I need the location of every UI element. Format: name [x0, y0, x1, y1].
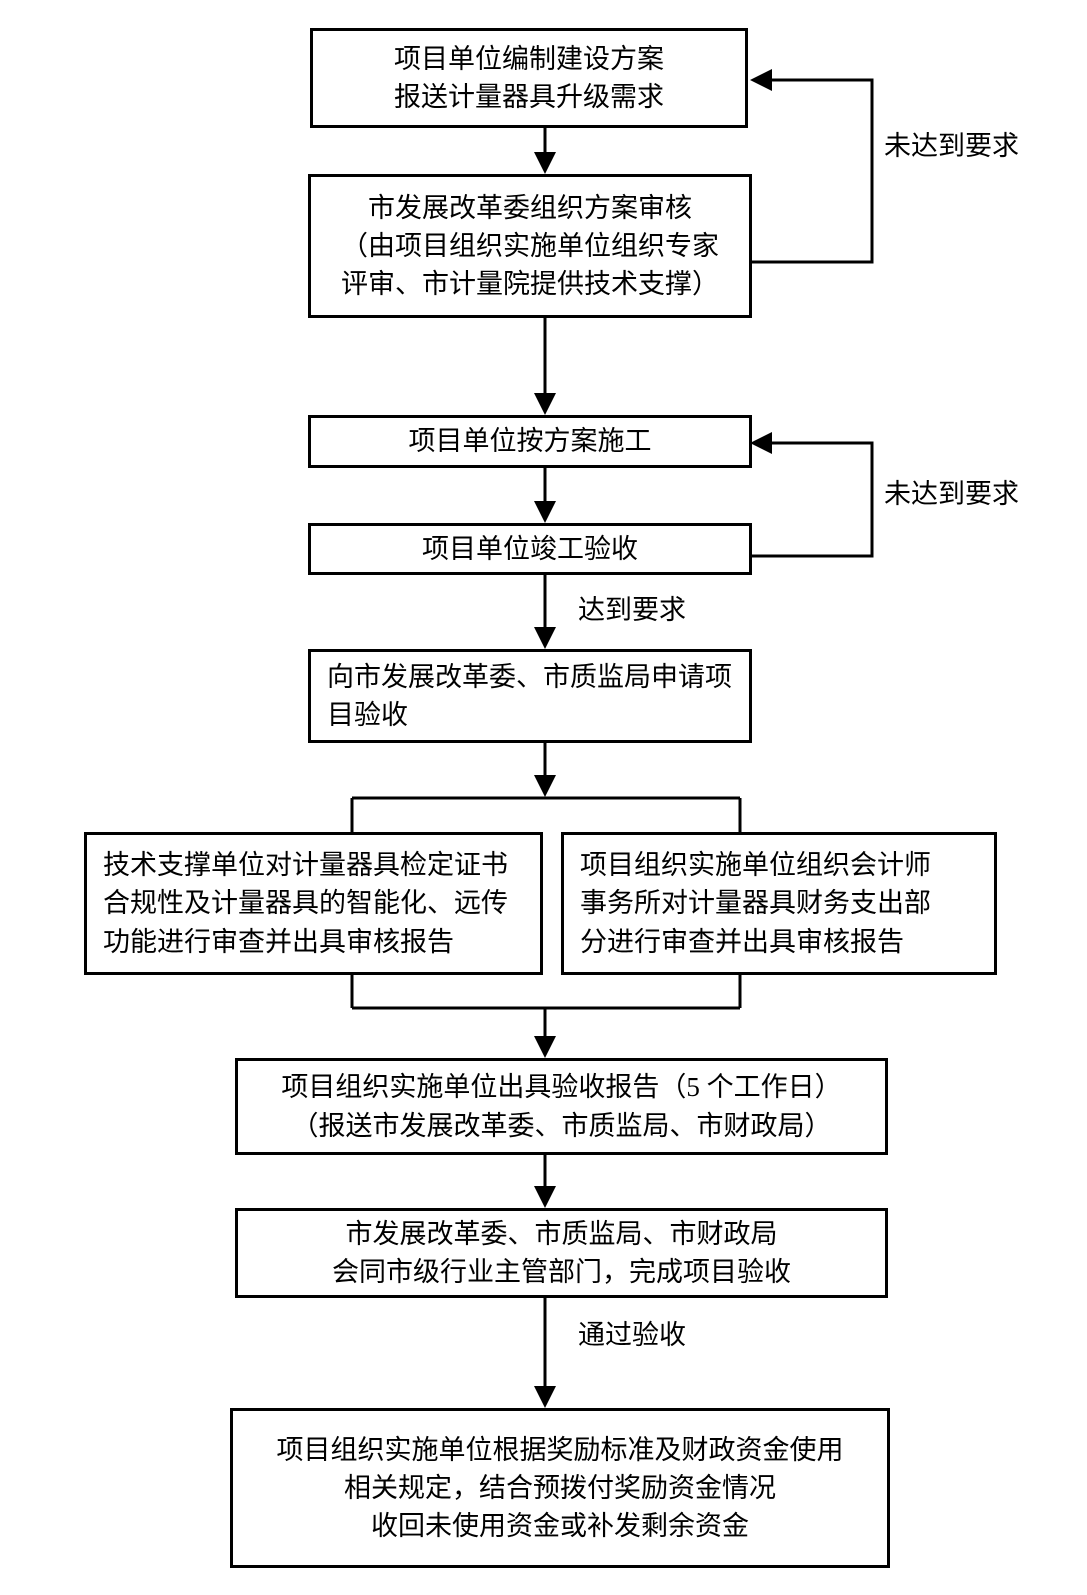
node-line: 目验收 [327, 700, 408, 730]
node-project-unit-construction: 项目单位按方案施工 [308, 415, 752, 468]
node-issue-acceptance-report: 项目组织实施单位出具验收报告（5 个工作日） （报送市发展改革委、市质监局、市财… [235, 1058, 888, 1155]
node-development-reform-commission-review: 市发展改革委组织方案审核 （由项目组织实施单位组织专家 评审、市计量院提供技术支… [308, 174, 752, 318]
node-line: （由项目组织实施单位组织专家 [341, 230, 719, 261]
edge-label-not-meeting-requirements-upper: 未达到要求 [884, 131, 1019, 161]
node-line: 市发展改革委组织方案审核 [368, 192, 692, 223]
node-line: 技术支撑单位对计量器具检定证书 [103, 850, 508, 880]
node-line: （报送市发展改革委、市质监局、市财政局） [291, 1110, 832, 1141]
node-line: 项目组织实施单位出具验收报告（5 个工作日） [281, 1072, 842, 1103]
node-line: 收回未使用资金或补发剩余资金 [371, 1511, 749, 1542]
arrowhead-feedback-n2-to-n1 [750, 69, 772, 91]
arrowhead-n4-to-n5 [534, 627, 556, 649]
node-reward-fund-settlement: 项目组织实施单位根据奖励标准及财政资金使用 相关规定，结合预拨付奖励资金情况 收… [230, 1408, 890, 1568]
arrowhead-n5-to-split [534, 775, 556, 797]
node-project-unit-completion-acceptance: 项目单位竣工验收 [308, 523, 752, 575]
node-line: 相关规定，结合预拨付奖励资金情况 [344, 1472, 776, 1503]
connector-feedback-n2-to-n1 [752, 78, 874, 264]
node-line: 项目单位编制建设方案 [394, 43, 664, 74]
node-line: 事务所对计量器具财务支出部 [580, 888, 931, 919]
connector-feedback-n4-to-n3 [752, 441, 874, 558]
node-line: 市发展改革委、市质监局、市财政局 [345, 1218, 778, 1249]
node-line: 功能进行审查并出具审核报告 [103, 926, 454, 957]
node-line: 评审、市计量院提供技术支撑） [341, 269, 719, 300]
node-technical-support-unit-review: 技术支撑单位对计量器具检定证书 合规性及计量器具的智能化、远传 功能进行审查并出… [84, 832, 543, 975]
arrowhead-n7-to-n8 [534, 1186, 556, 1208]
arrowhead-merge-to-n7 [534, 1036, 556, 1058]
node-line: 项目单位竣工验收 [422, 533, 638, 564]
node-line: 项目组织实施单位根据奖励标准及财政资金使用 [276, 1434, 844, 1465]
edge-label-passes-acceptance: 通过验收 [578, 1320, 686, 1350]
node-accounting-firm-financial-review: 项目组织实施单位组织会计师 事务所对计量器具财务支出部 分进行审查并出具审核报告 [561, 832, 997, 975]
arrowhead-n8-to-n9 [534, 1386, 556, 1408]
arrowhead-feedback-n4-to-n3 [750, 432, 772, 454]
arrowhead-n1-to-n2 [534, 152, 556, 174]
node-line: 合规性及计量器具的智能化、远传 [103, 888, 508, 919]
node-apply-for-project-acceptance: 向市发展改革委、市质监局申请项 目验收 [308, 649, 752, 743]
edge-label-not-meeting-requirements-lower: 未达到要求 [884, 479, 1019, 509]
arrowhead-n2-to-n3 [534, 393, 556, 415]
edge-label-meets-requirements: 达到要求 [578, 595, 686, 625]
node-line: 会同市级行业主管部门，完成项目验收 [332, 1257, 791, 1287]
node-line: 项目单位按方案施工 [408, 426, 652, 457]
node-line: 报送计量器具升级需求 [394, 82, 664, 112]
node-line: 项目组织实施单位组织会计师 [580, 850, 931, 880]
node-complete-project-acceptance: 市发展改革委、市质监局、市财政局 会同市级行业主管部门，完成项目验收 [235, 1208, 888, 1298]
node-line: 向市发展改革委、市质监局申请项 [327, 661, 732, 692]
node-project-unit-prepares-plan: 项目单位编制建设方案 报送计量器具升级需求 [310, 28, 748, 128]
arrowhead-n3-to-n4 [534, 501, 556, 523]
node-line: 分进行审查并出具审核报告 [580, 926, 904, 957]
